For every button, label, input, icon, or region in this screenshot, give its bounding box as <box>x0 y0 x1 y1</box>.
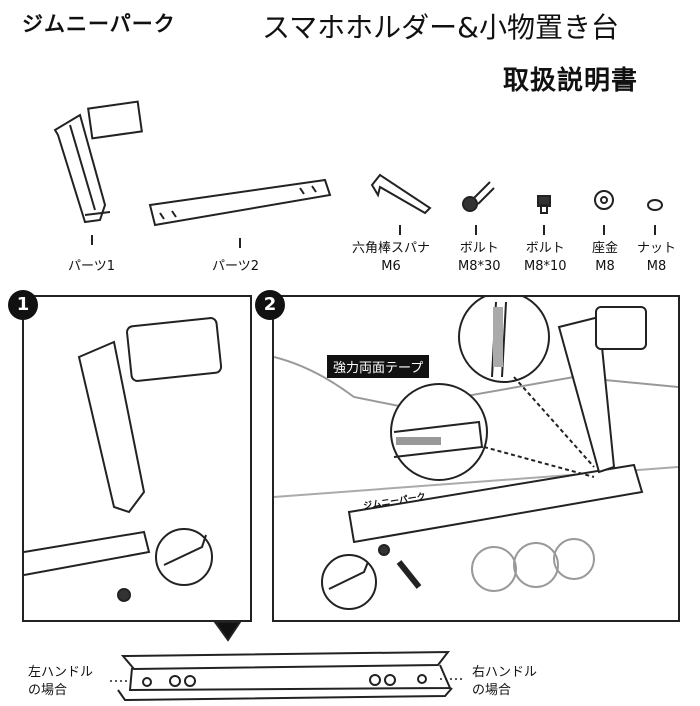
part-label: パーツ2 <box>212 259 260 274</box>
manual-title: 取扱説明書 <box>503 66 639 96</box>
nut-illustration <box>647 199 663 211</box>
part2-illustration <box>148 178 332 227</box>
hex-key-illustration <box>370 173 432 215</box>
step1-panel <box>22 295 252 622</box>
right-hand-label: 右ハンドルの場合 <box>472 665 538 698</box>
bolt-m8x30-illustration <box>462 181 495 212</box>
step2-panel <box>272 295 680 622</box>
part1-illustration <box>53 100 143 224</box>
washer-illustration <box>594 190 614 210</box>
brand-logo: ジムニーパーク <box>22 12 176 36</box>
part-label: パーツ1 <box>68 259 116 274</box>
step-number-badge: 2 <box>255 290 285 320</box>
tape-callout: 強力両面テープ <box>327 355 430 378</box>
step1-illustration <box>24 317 223 602</box>
bolt-m8x10-illustration <box>537 195 551 214</box>
step2-illustration <box>274 297 678 610</box>
product-title: スマホホルダー&小物置き台 <box>262 11 619 44</box>
left-hand-label: 左ハンドルの場合 <box>28 665 94 698</box>
step-number-badge: 1 <box>8 290 38 320</box>
